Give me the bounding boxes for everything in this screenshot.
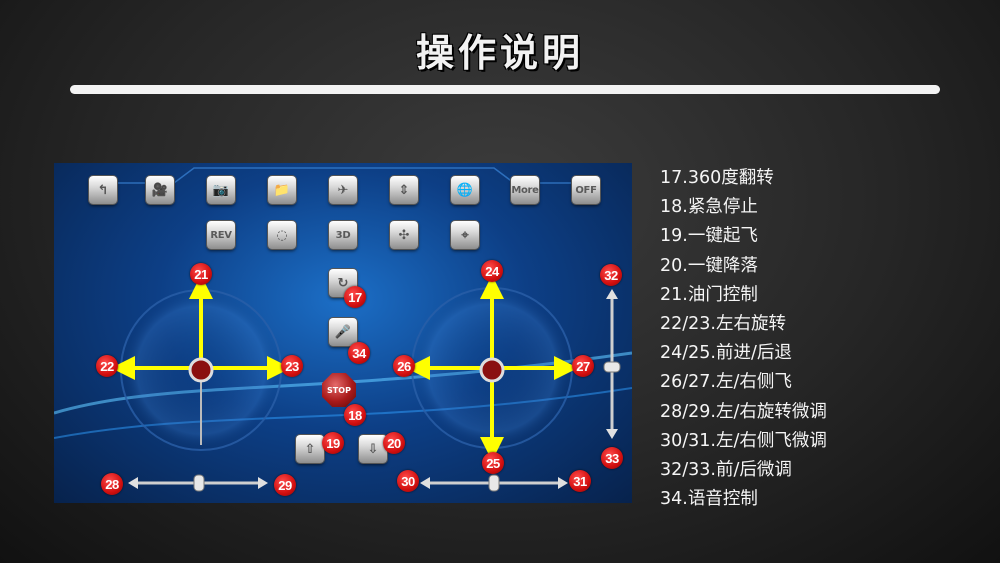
legend-item: 34.语音控制 [660, 489, 758, 510]
badge-34: 34 [348, 342, 370, 364]
badge-28: 28 [101, 473, 123, 495]
voice-control-icon[interactable]: 🎤 [329, 318, 357, 346]
legend-item: 17.360度翻转 [660, 168, 774, 188]
track-icon[interactable]: ⌖ [451, 221, 479, 249]
badge-21: 21 [190, 263, 212, 285]
badge-20: 20 [383, 432, 405, 454]
gravity-sensor-icon[interactable]: ✈ [329, 176, 357, 204]
legend-item: 32/33.前/后微调 [660, 460, 792, 481]
title-divider [70, 85, 940, 94]
legend-item: 21.油门控制 [660, 284, 758, 305]
badge-33: 33 [601, 447, 623, 469]
badge-19: 19 [322, 432, 344, 454]
back-icon[interactable]: ↰ [89, 176, 117, 204]
trim-left-thumb [193, 474, 205, 492]
badge-24: 24 [481, 260, 503, 282]
badge-23: 23 [281, 355, 303, 377]
gyro-calibrate-icon[interactable]: ◌ [268, 221, 296, 249]
badge-27: 27 [572, 355, 594, 377]
page-title: 操作说明 [415, 31, 584, 75]
emergency-stop-button[interactable]: STOP [322, 373, 356, 407]
3d-button[interactable]: 3D [329, 221, 357, 249]
more-button[interactable]: More [511, 176, 539, 204]
badge-17: 17 [344, 286, 366, 308]
badge-25: 25 [482, 452, 504, 474]
off-button[interactable]: OFF [572, 176, 600, 204]
control-legend: 17.360度翻转 18.紧急停止 19.一键起飞 20.一键降落 21.油门控… [660, 164, 827, 514]
badge-31: 31 [569, 470, 591, 492]
right-joystick-knob [479, 357, 505, 383]
trim-vertical-thumb [603, 361, 621, 373]
camera-icon[interactable]: 📷 [207, 176, 235, 204]
badge-32: 32 [600, 264, 622, 286]
legend-item: 24/25.前进/后退 [660, 343, 792, 364]
badge-30: 30 [397, 470, 419, 492]
video-camera-icon[interactable]: 🎥 [146, 176, 174, 204]
rev-button[interactable]: REV [207, 221, 235, 249]
badge-29: 29 [274, 474, 296, 496]
legend-item: 22/23.左右旋转 [660, 314, 786, 335]
land-icon[interactable]: ⇩ [359, 435, 387, 463]
legend-item: 18.紧急停止 [660, 197, 758, 218]
legend-item: 20.一键降落 [660, 255, 758, 276]
badge-18: 18 [344, 404, 366, 426]
trim-right-thumb [488, 474, 500, 492]
left-joystick-knob [188, 357, 214, 383]
legend-item: 30/31.左/右侧飞微调 [660, 430, 827, 451]
app-screenshot: ↰ 🎥 📷 📁 ✈ ⇕ 🌐 More OFF REV ◌ 3D ✣ ⌖ ↻ 🎤 … [54, 163, 632, 503]
takeoff-icon[interactable]: ⇧ [296, 435, 324, 463]
globe-icon[interactable]: 🌐 [451, 176, 479, 204]
legend-item: 26/27.左/右侧飞 [660, 372, 792, 393]
folder-icon[interactable]: 📁 [268, 176, 296, 204]
legend-item: 19.一键起飞 [660, 226, 758, 247]
badge-22: 22 [96, 355, 118, 377]
headless-mode-icon[interactable]: ✣ [390, 221, 418, 249]
badge-26: 26 [393, 355, 415, 377]
legend-item: 28/29.左/右旋转微调 [660, 401, 827, 422]
altitude-hold-icon[interactable]: ⇕ [390, 176, 418, 204]
